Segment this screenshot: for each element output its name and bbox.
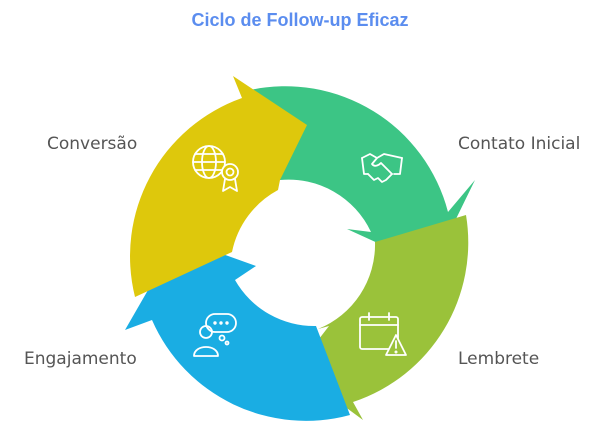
label-contato-inicial: Contato Inicial bbox=[458, 134, 581, 154]
person-chat-icon bbox=[193, 313, 237, 357]
label-conversao: Conversão bbox=[47, 134, 138, 154]
segment-engajamento bbox=[125, 238, 350, 421]
globe-award-icon bbox=[192, 145, 239, 192]
handshake-icon bbox=[361, 153, 403, 183]
label-lembrete: Lembrete bbox=[458, 349, 540, 369]
segment-contato bbox=[250, 86, 475, 268]
segment-conversao bbox=[130, 76, 307, 297]
diagram-title: Ciclo de Follow-up Eficaz bbox=[191, 10, 409, 30]
calendar-warning-icon bbox=[359, 312, 407, 356]
label-engajamento: Engajamento bbox=[24, 349, 137, 369]
